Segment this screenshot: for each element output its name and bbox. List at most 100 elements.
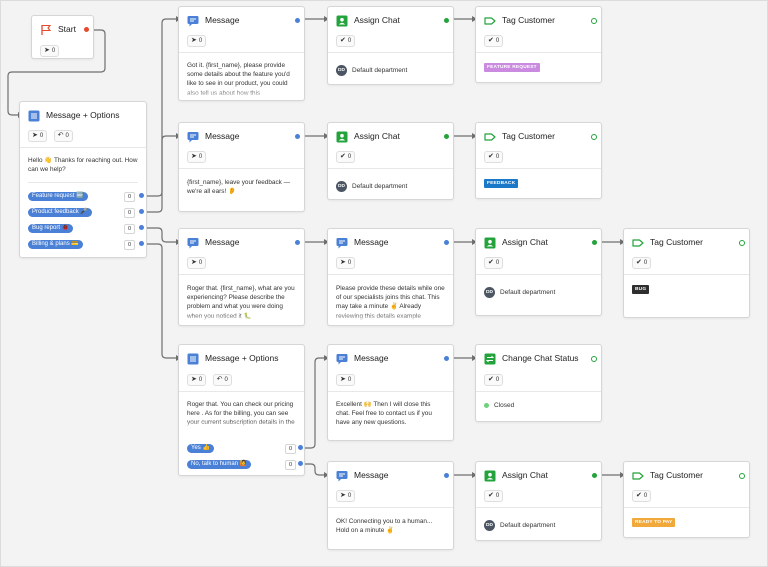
tag-icon (632, 472, 644, 480)
done-counter: ✔0 (484, 257, 504, 269)
customer-tag: FEATURE REQUEST (484, 63, 540, 72)
option-billing-plans[interactable]: Billing & plans 💳 (28, 240, 83, 249)
message-node[interactable]: Message ➤0 Please provide these details … (327, 228, 454, 326)
message-node[interactable]: Message ➤0 Roger that. {first_name}, wha… (178, 228, 305, 326)
wire-yes-to-msg (296, 357, 325, 449)
node-title: Start (58, 24, 76, 34)
message-node[interactable]: Message ➤0 {first_name}, leave your feed… (178, 122, 305, 212)
tag-customer-node[interactable]: Tag Customer ✔0 FEATURE REQUEST (475, 6, 602, 83)
tag-customer-node[interactable]: Tag Customer ✔0 FEEDBACK (475, 122, 602, 199)
node-title: Assign Chat (354, 15, 400, 25)
message-node[interactable]: Message ➤0 OK! Connecting you to a human… (327, 461, 454, 550)
avatar: DD (484, 287, 495, 298)
output-port[interactable] (591, 134, 597, 140)
message-node[interactable]: Message ➤0 Got it. {first_name}, please … (178, 6, 305, 101)
tag-customer-node[interactable]: Tag Customer ✔0 BUG (623, 228, 750, 318)
send-arrow-icon: ➤ (191, 153, 197, 160)
option-output-port[interactable] (139, 225, 144, 230)
message-options-node[interactable]: Message + Options ➤0 ↶0 Roger that. You … (178, 344, 305, 476)
done-counter: ✔0 (484, 151, 504, 163)
node-title: Message + Options (205, 353, 279, 363)
assign-chat-node[interactable]: Assign Chat ✔0 DD Default department (475, 228, 602, 316)
message-text: OK! Connecting you to a human... Hold on… (336, 518, 433, 535)
output-port[interactable] (444, 240, 449, 245)
assign-chat-icon (484, 237, 496, 249)
assign-chat-node[interactable]: Assign Chat ✔0 DD Default department (327, 122, 454, 200)
output-port[interactable] (739, 473, 745, 479)
send-arrow-icon: ➤ (191, 376, 197, 383)
tag-icon (632, 239, 644, 247)
option-output-port[interactable] (298, 461, 303, 466)
done-counter: ✔0 (632, 490, 652, 502)
option-yes[interactable]: Yes 👍 (187, 444, 214, 453)
message-node[interactable]: Message ➤0 Excellent 🙌 Then I will close… (327, 344, 454, 441)
check-circle-icon: ✔ (488, 492, 494, 499)
output-port[interactable] (592, 240, 597, 245)
wire-bug-to-msg (145, 227, 177, 243)
customer-tag: READY TO PAY (632, 518, 676, 527)
output-port[interactable] (295, 240, 300, 245)
node-title: Tag Customer (502, 15, 555, 25)
change-chat-status-node[interactable]: Change Chat Status ✔0 Closed (475, 344, 602, 422)
option-output-port[interactable] (139, 193, 144, 198)
node-title: Message + Options (46, 110, 120, 120)
option-product-feedback[interactable]: Product feedback 🎤 (28, 208, 92, 217)
message-icon (336, 471, 348, 482)
tag-icon (484, 133, 496, 141)
flag-icon (41, 24, 52, 35)
sent-counter: ➤0 (187, 257, 207, 269)
customer-tag: FEEDBACK (484, 179, 519, 188)
wire-start-to-mo1 (7, 29, 106, 116)
output-port[interactable] (295, 18, 300, 23)
output-port[interactable] (295, 134, 300, 139)
assign-chat-node[interactable]: Assign Chat ✔0 DD Default department (327, 6, 454, 85)
output-port[interactable] (591, 356, 597, 362)
option-output-port[interactable] (139, 241, 144, 246)
node-title: Assign Chat (354, 131, 400, 141)
option-output-port[interactable] (298, 445, 303, 450)
output-port[interactable] (444, 18, 449, 23)
output-port[interactable] (84, 27, 89, 32)
sent-counter: ➤0 (28, 130, 48, 142)
option-bug-report[interactable]: Bug report 🐞 (28, 224, 74, 233)
send-arrow-icon: ➤ (340, 259, 346, 266)
option-count: 0 (285, 460, 296, 470)
customer-tag: BUG (632, 285, 650, 294)
output-port[interactable] (444, 356, 449, 361)
message-text: {first_name}, leave your feedback — we'r… (187, 179, 291, 196)
sent-counter: ➤0 (336, 490, 356, 502)
output-port[interactable] (591, 18, 597, 24)
option-output-port[interactable] (139, 209, 144, 214)
done-counter: ✔0 (484, 35, 504, 47)
message-options-node[interactable]: Message + Options ➤0 ↶0 Hello 👋 Thanks f… (19, 101, 147, 258)
option-feature-request[interactable]: Feature request 🆕 (28, 192, 88, 201)
option-talk-to-human[interactable]: No, talk to human 🙋 (187, 460, 252, 469)
department: DD Default department (484, 287, 555, 298)
tag-icon (484, 17, 496, 25)
reply-arrow-icon: ↶ (216, 376, 223, 383)
check-circle-icon: ✔ (488, 37, 494, 44)
output-port[interactable] (444, 473, 449, 478)
node-title: Tag Customer (502, 131, 555, 141)
option-count: 0 (124, 208, 135, 218)
send-arrow-icon: ➤ (44, 47, 50, 54)
avatar: DD (484, 520, 495, 531)
sent-counter: ➤0 (336, 374, 356, 386)
node-title: Message (205, 15, 240, 25)
check-circle-icon: ✔ (636, 492, 642, 499)
department: DD Default department (336, 181, 407, 192)
tag-customer-node[interactable]: Tag Customer ✔0 READY TO PAY (623, 461, 750, 538)
sent-counter: ➤0 (187, 35, 207, 47)
start-node[interactable]: Start ➤0 (31, 15, 94, 59)
message-icon (336, 238, 348, 249)
node-title: Change Chat Status (502, 353, 579, 363)
output-port[interactable] (739, 240, 745, 246)
node-title: Message (354, 353, 389, 363)
done-counter: ✔0 (484, 490, 504, 502)
assign-chat-node[interactable]: Assign Chat ✔0 DD Default department (475, 461, 602, 541)
avatar: DD (336, 65, 347, 76)
output-port[interactable] (592, 473, 597, 478)
done-counter: ✔0 (336, 35, 356, 47)
output-port[interactable] (444, 134, 449, 139)
